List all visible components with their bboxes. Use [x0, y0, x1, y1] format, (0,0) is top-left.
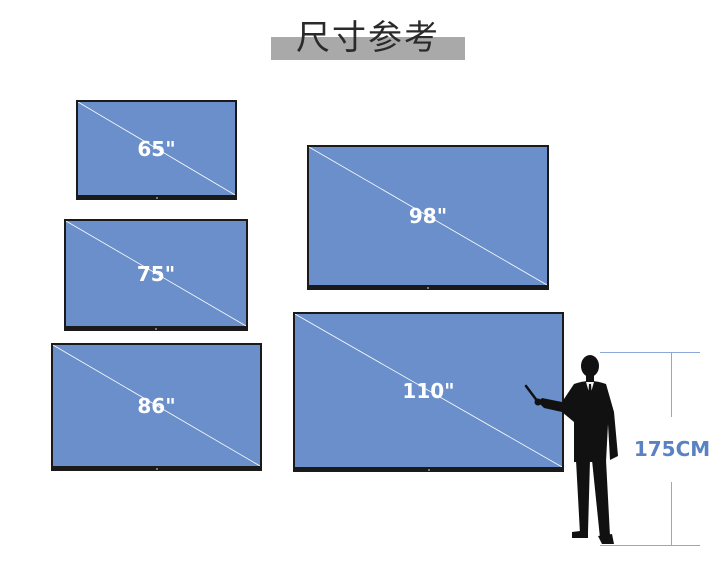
tv-indicator	[427, 469, 430, 471]
tv-indicator	[155, 197, 158, 199]
tv-size-label: 86"	[137, 393, 176, 418]
screen-diagonal	[53, 345, 260, 466]
tv-75: 75"	[64, 219, 248, 331]
tv-screen: 75"	[66, 221, 246, 326]
height-measure-lines	[600, 352, 700, 546]
tv-indicator	[427, 287, 429, 289]
tv-86: 86"	[51, 343, 262, 471]
presenter-silhouette-icon	[524, 355, 618, 544]
tv-screen: 86"	[53, 345, 260, 466]
tv-screen: 98"	[309, 147, 547, 285]
screen-diagonal	[309, 147, 547, 285]
tv-110: 110"	[293, 312, 564, 472]
screen-diagonal	[66, 221, 246, 326]
page-title: 尺寸参考	[296, 18, 440, 58]
tv-65: 65"	[76, 100, 237, 200]
tv-size-label: 75"	[136, 261, 176, 286]
screen-diagonal	[78, 102, 235, 195]
tv-98: 98"	[307, 145, 549, 290]
tv-screen: 110"	[295, 314, 562, 467]
tv-size-label: 110"	[402, 378, 455, 403]
tv-indicator	[155, 468, 158, 470]
title-bar	[271, 37, 465, 60]
tv-size-label: 65"	[137, 136, 176, 161]
height-label: 175CM	[632, 437, 712, 461]
tv-indicator	[155, 328, 157, 330]
tv-size-label: 98"	[408, 204, 448, 228]
screen-diagonal	[295, 314, 562, 467]
tv-screen: 65"	[78, 102, 235, 195]
